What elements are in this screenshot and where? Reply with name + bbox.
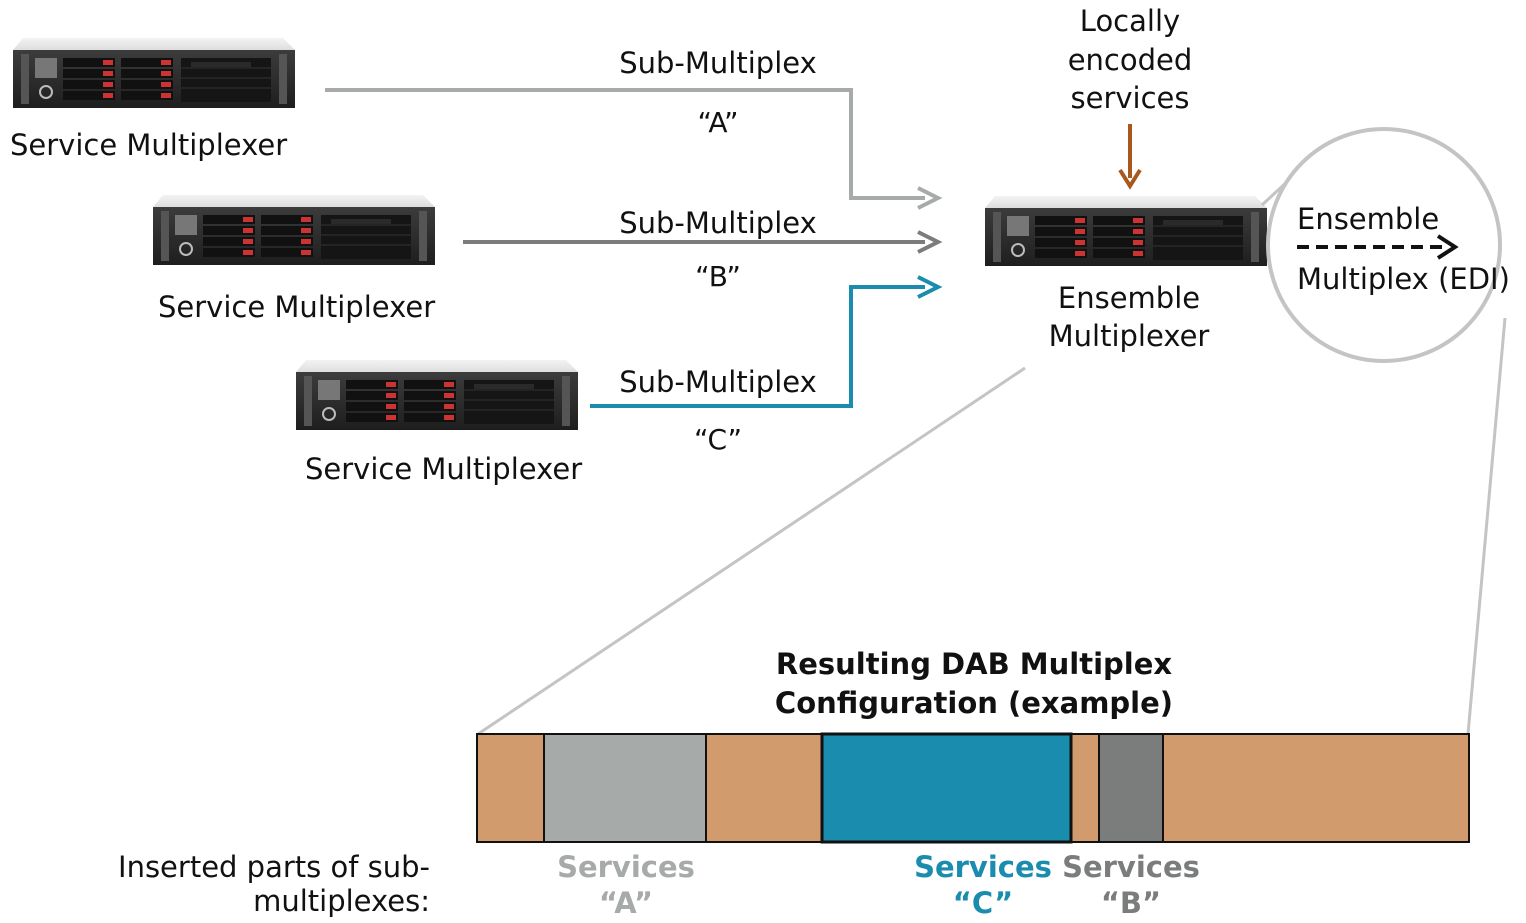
multiplex-segment-services-b bbox=[1098, 733, 1164, 843]
local-input-arrowhead bbox=[1118, 168, 1142, 190]
edi-output-arrowhead bbox=[1436, 234, 1459, 260]
ensemble-multiplexer-label-line2: Multiplexer bbox=[1048, 319, 1210, 353]
services-c-word: Services bbox=[914, 850, 1052, 884]
service-multiplexer-a-server-icon bbox=[12, 37, 296, 109]
ensemble-multiplexer-server-icon bbox=[984, 195, 1268, 267]
services-a-word: Services bbox=[557, 850, 695, 884]
sub-multiplex-a-arrowhead bbox=[917, 186, 943, 210]
result-title-line2: Configuration (example) bbox=[774, 686, 1174, 720]
services-a-label: Services “A” bbox=[536, 849, 716, 921]
inserted-parts-label-line1: Inserted parts of sub- bbox=[118, 850, 430, 884]
ensemble-multiplexer-label-line1: Ensemble bbox=[1057, 281, 1201, 315]
result-title-line1: Resulting DAB Multiplex bbox=[775, 647, 1173, 681]
zoom-line-right bbox=[1466, 317, 1507, 735]
sub-multiplex-c-line bbox=[590, 285, 925, 408]
service-multiplexer-b-server-icon bbox=[152, 194, 436, 266]
edi-output-label-line2: Multiplex (EDI) bbox=[1297, 262, 1510, 296]
sub-multiplex-b-name: Sub-Multiplex bbox=[619, 206, 817, 240]
sub-multiplex-a-line bbox=[325, 88, 925, 200]
inserted-parts-label-line2: multiplexes: bbox=[253, 884, 430, 918]
service-multiplexer-b-label: Service Multiplexer bbox=[158, 290, 436, 324]
multiplex-segment-services-a bbox=[543, 733, 707, 843]
local-input-label-line1: Locally bbox=[1079, 4, 1181, 38]
services-c-label: Services “C” bbox=[893, 849, 1073, 921]
sub-multiplex-a-name: Sub-Multiplex bbox=[619, 46, 817, 80]
sub-multiplex-b-arrowhead bbox=[917, 230, 943, 254]
sub-multiplex-a-id: “A” bbox=[697, 106, 739, 139]
local-input-label-line3: services bbox=[1070, 81, 1190, 115]
services-b-id: “B” bbox=[1100, 886, 1162, 920]
service-multiplexer-c-server-icon bbox=[295, 359, 579, 431]
service-multiplexer-c-label: Service Multiplexer bbox=[305, 452, 583, 486]
sub-multiplex-b-id: “B” bbox=[695, 260, 741, 293]
sub-multiplex-c-name: Sub-Multiplex bbox=[619, 365, 817, 399]
multiplex-segment-services-c bbox=[820, 732, 1073, 844]
sub-multiplex-c-id: “C” bbox=[693, 423, 743, 456]
sub-multiplex-c-arrowhead bbox=[917, 275, 943, 299]
services-b-word: Services bbox=[1062, 850, 1200, 884]
services-c-id: “C” bbox=[952, 886, 1014, 920]
services-a-id: “A” bbox=[598, 886, 654, 920]
services-b-label: Services “B” bbox=[1041, 849, 1221, 921]
local-input-label-line2: encoded bbox=[1067, 43, 1193, 77]
zoom-line-left bbox=[477, 366, 1026, 736]
edi-output-label-line1: Ensemble bbox=[1297, 202, 1440, 236]
service-multiplexer-a-label: Service Multiplexer bbox=[10, 128, 288, 162]
